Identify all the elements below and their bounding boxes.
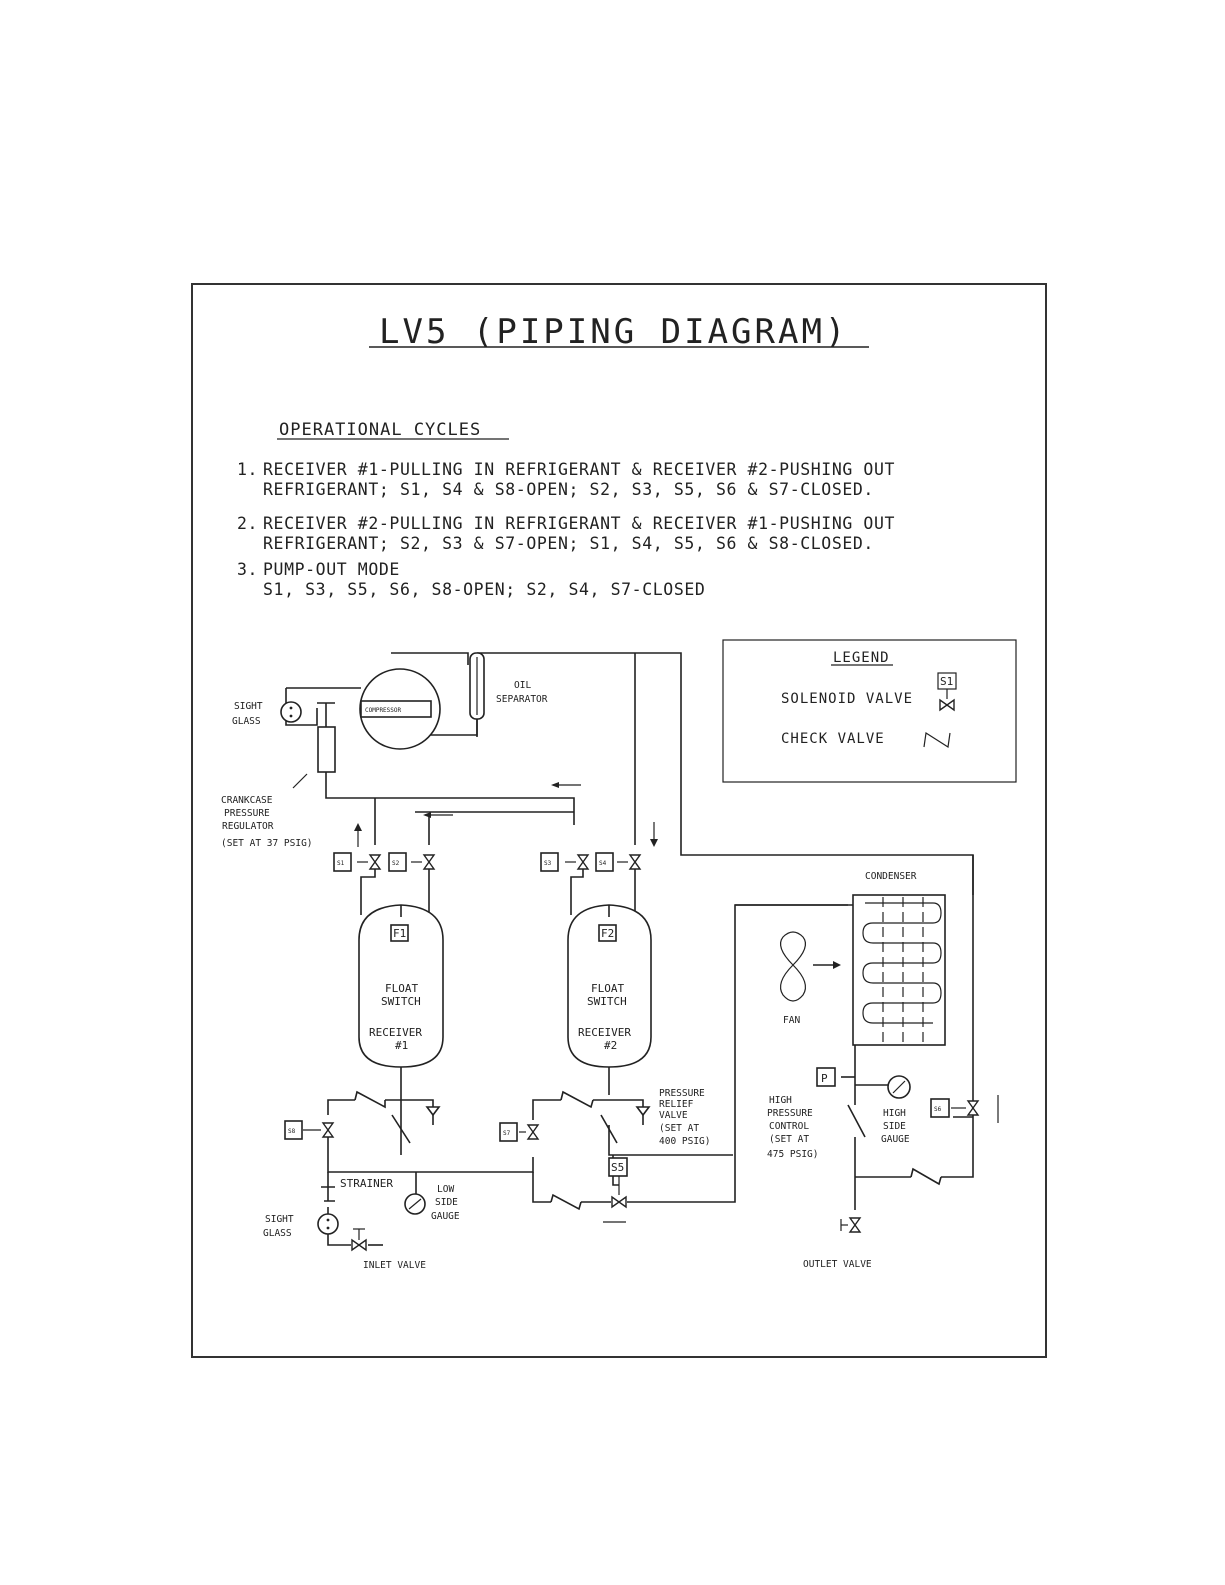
strainer-label: STRAINER [340, 1177, 393, 1190]
outlet-valve-label: OUTLET VALVE [803, 1259, 872, 1270]
crankcase-label-3: REGULATOR [222, 821, 274, 832]
hp-control-label-5: 475 PSIG) [767, 1149, 818, 1160]
cycle-3-line-2: S1, S3, S5, S6, S8-OPEN; S2, S4, S7-CLOS… [263, 580, 705, 599]
sight-glass-top-label-1: SIGHT [234, 701, 263, 712]
solenoid-valve-s6: S6 [930, 1098, 979, 1118]
outlet-valve-icon [840, 1217, 861, 1233]
pressure-relief-label-3: VALVE [659, 1110, 688, 1121]
solenoid-valve-s4: S4 [595, 852, 641, 872]
high-pressure-control-icon [816, 1067, 836, 1087]
cycle-3-number: 3. [237, 560, 258, 579]
inlet-valve-label: INLET VALVE [363, 1260, 426, 1271]
hp-control-label-3: CONTROL [769, 1121, 809, 1132]
svg-text:S7: S7 [503, 1130, 511, 1137]
pressure-relief-label-4: (SET AT [659, 1123, 699, 1134]
sight-glass-top-icon [280, 701, 302, 723]
cycle-2-line-2: REFRIGERANT; S2, S3 & S7-OPEN; S1, S4, S… [263, 534, 874, 553]
svg-text:S8: S8 [288, 1128, 296, 1135]
check-valve-icon [354, 1090, 942, 1211]
crankcase-label-4: (SET AT 37 PSIG) [221, 838, 313, 849]
pressure-relief-label-1: PRESSURE [659, 1088, 705, 1099]
sight-glass-top-label-2: GLASS [232, 716, 261, 727]
receiver-2-float-label-1: FLOAT [591, 982, 624, 995]
svg-text:F2: F2 [601, 927, 614, 940]
svg-text:S4: S4 [599, 860, 607, 867]
receiver-1-tank [358, 904, 444, 1068]
solenoid-valve-s1: S1 [333, 852, 381, 872]
condenser-icon [852, 894, 946, 1046]
oil-separator-label-2: SEPARATOR [496, 694, 548, 705]
pressure-relief-label-5: 400 PSIG) [659, 1136, 710, 1147]
solenoid-valve-s8: S8 [284, 1120, 334, 1140]
strainer-icon [321, 1186, 335, 1202]
high-side-gauge-label-1: HIGH [883, 1108, 906, 1119]
solenoid-valve-s7: S7 [499, 1122, 539, 1142]
receiver-2-float-label-2: SWITCH [587, 995, 627, 1008]
crankcase-label-1: CRANKCASE [221, 795, 273, 806]
receiver-2-tank [567, 904, 652, 1068]
receiver-2-name: RECEIVER [578, 1026, 631, 1039]
legend-check-valve-symbol-icon [923, 731, 951, 749]
legend-check-label: CHECK VALVE [781, 731, 885, 747]
oil-separator-label-1: OIL [514, 680, 531, 691]
high-side-piping [735, 904, 974, 1210]
hp-control-label-1: HIGH [769, 1095, 792, 1106]
suction-piping [285, 652, 575, 845]
legend-solenoid-symbol-icon: S1 [937, 672, 957, 711]
cycle-1-line-2: REFRIGERANT; S1, S4 & S8-OPEN; S2, S3, S… [263, 480, 874, 499]
legend-box [722, 639, 1017, 783]
solenoid-valve-s3: S3 [540, 852, 589, 872]
solenoid-valve-s5: S5 [608, 1157, 628, 1208]
receiver-1-float-label-1: FLOAT [385, 982, 418, 995]
relief-valve-icon [425, 1106, 651, 1125]
low-side-gauge-label-3: GAUGE [431, 1211, 460, 1222]
diagram-frame: LV5 (PIPING DIAGRAM) OPERATIONAL CYCLES … [191, 283, 1047, 1358]
svg-text:S5: S5 [611, 1161, 624, 1174]
compressor-label: COMPRESSOR [365, 707, 402, 714]
high-side-gauge-label-3: GAUGE [881, 1134, 910, 1145]
low-side-gauge-label-2: SIDE [435, 1197, 458, 1208]
receiver-1-float-label-2: SWITCH [381, 995, 421, 1008]
crankcase-label-2: PRESSURE [224, 808, 270, 819]
low-side-gauge-label-1: LOW [437, 1184, 454, 1195]
crankcase-regulator-icon [292, 702, 336, 789]
fan-icon [780, 931, 841, 1002]
cycle-2-line-1: RECEIVER #2-PULLING IN REFRIGERANT & REC… [263, 514, 895, 533]
legend-solenoid-label: SOLENOID VALVE [781, 691, 913, 707]
sight-glass-bottom-label-2: GLASS [263, 1228, 292, 1239]
receiver-1-number: #1 [395, 1039, 408, 1052]
svg-text:P: P [821, 1072, 828, 1085]
hp-control-label-2: PRESSURE [767, 1108, 813, 1119]
cycles-heading: OPERATIONAL CYCLES [279, 420, 481, 440]
float-switch-f1 [390, 924, 409, 942]
pressure-relief-label-2: RELIEF [659, 1099, 694, 1110]
solenoid-valve-s2: S2 [388, 852, 435, 872]
piping-diagram: LV5 (PIPING DIAGRAM) OPERATIONAL CYCLES … [221, 312, 1017, 1271]
flow-arrow-icon [354, 782, 999, 1223]
receiver-1-name: RECEIVER [369, 1026, 422, 1039]
svg-text:S3: S3 [544, 860, 552, 867]
svg-text:S2: S2 [392, 860, 400, 867]
svg-text:F1: F1 [393, 927, 406, 940]
float-switch-f2 [598, 924, 617, 942]
cycle-1-number: 1. [237, 460, 258, 479]
svg-text:S1: S1 [337, 860, 345, 867]
condenser-label: CONDENSER [865, 871, 917, 882]
diagram-title: LV5 (PIPING DIAGRAM) [379, 312, 848, 352]
svg-text:S1: S1 [940, 675, 953, 688]
cycle-2-number: 2. [237, 514, 258, 533]
cycle-3-line-1: PUMP-OUT MODE [263, 560, 400, 579]
fan-label: FAN [783, 1015, 800, 1026]
high-side-gauge-label-2: SIDE [883, 1121, 906, 1132]
receiver-2-number: #2 [604, 1039, 617, 1052]
hp-control-label-4: (SET AT [769, 1134, 809, 1145]
sight-glass-bottom-icon [317, 1213, 339, 1235]
cycle-1-line-1: RECEIVER #1-PULLING IN REFRIGERANT & REC… [263, 460, 895, 479]
sight-glass-bottom-label-1: SIGHT [265, 1214, 294, 1225]
legend-title: LEGEND [833, 650, 890, 666]
inlet-valve-icon [351, 1228, 367, 1251]
svg-text:S6: S6 [934, 1106, 942, 1113]
